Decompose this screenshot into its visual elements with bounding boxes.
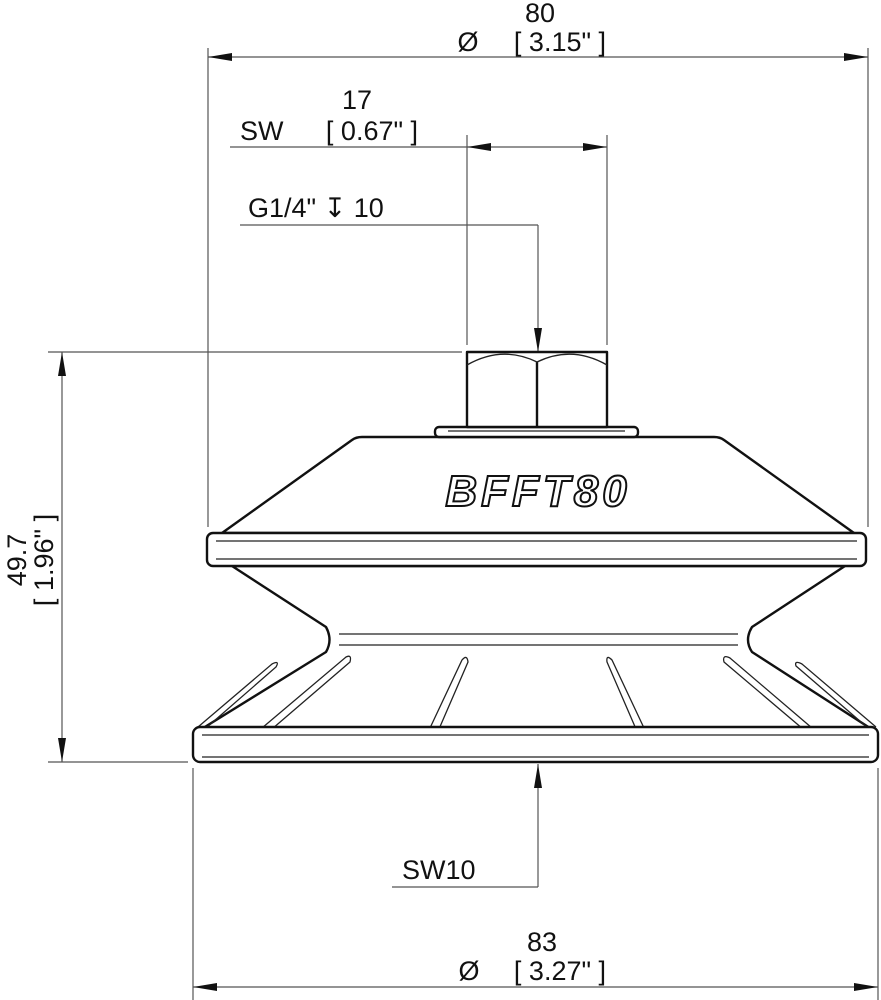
dimension-prefix: SW [240,116,284,146]
lower-bellow [198,564,875,732]
washer [433,425,640,439]
arrow-left-icon [208,53,232,61]
arrow-down-icon [58,738,66,762]
part-label: BFFT80 [445,467,630,516]
arrow-right-icon [583,143,607,151]
dimension-value-mm: 49.7 [2,534,32,587]
dimension-bottom-diameter: 83 Ø [ 3.27" ] [192,768,879,1000]
ribs [197,655,877,730]
dimension-value-mm: 80 [525,0,555,28]
thread-label: G1/4" ↧ 10 [248,193,384,223]
arrow-right-icon [844,53,868,61]
arrow-right-icon [854,983,878,991]
diameter-symbol-icon: Ø [458,956,479,986]
dimension-value-mm: 17 [342,85,372,115]
upper-cone [220,435,856,535]
arrow-up-icon [534,764,542,788]
upper-flange [205,531,868,568]
dimension-value-in: [ 0.67" ] [326,116,418,146]
arrow-up-icon [58,352,66,376]
dimension-top-diameter: 80 Ø [ 3.15" ] [207,0,869,527]
dimension-value-in: [ 3.27" ] [514,956,606,986]
dimension-height: 49.7 [ 1.96" ] [2,351,462,763]
hex-nut-chamfer [466,353,608,366]
callout-thread: G1/4" ↧ 10 [240,193,542,352]
lower-flange [191,725,880,764]
dimension-value-in: [ 1.96" ] [29,514,59,606]
dimension-value-in: [ 3.15" ] [514,27,606,57]
sw10-label: SW10 [402,855,476,885]
dimension-wrench-size-top: 17 SW [ 0.67" ] [230,85,608,345]
suction-cup-part: BFFT80 [191,350,880,764]
diameter-symbol-icon: Ø [457,27,478,57]
arrow-down-icon [534,328,542,352]
arrow-left-icon [193,983,217,991]
arrow-left-icon [467,143,491,151]
dimension-value-mm: 83 [527,927,557,957]
callout-wrench-size-bottom: SW10 [392,764,542,888]
